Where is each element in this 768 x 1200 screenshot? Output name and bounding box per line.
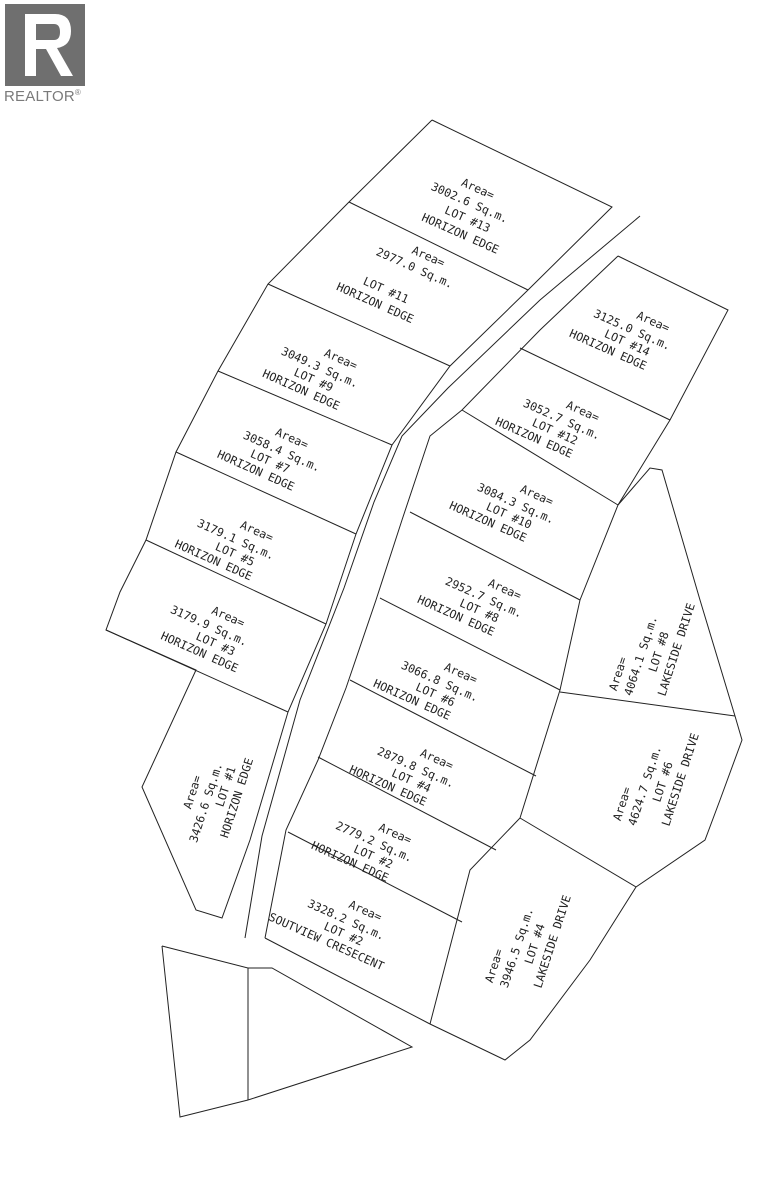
lot-label-12: Area= 3052.7 Sq.m. LOT #12 HORIZON EDGE (493, 396, 602, 461)
lot-label-lakeside-6: Area= 4624.7 Sq.m. LOT #6 LAKESIDE DRIVE (610, 731, 702, 828)
lot-labels: Area= 3002.6 Sq.m. LOT #13 HORIZON EDGE … (159, 175, 702, 990)
lot-label-3: Area= 3179.9 Sq.m. LOT #3 HORIZON EDGE (159, 602, 250, 675)
lot-label-1: Area= 3426.6 Sq.m. LOT #1 HORIZON EDGE (180, 756, 256, 844)
realtor-logo: REALTOR® (4, 4, 90, 108)
lot-label-lakeside-4: Area= 3946.5 Sq.m. LOT #4 LAKESIDE DRIVE (482, 893, 574, 990)
lot-label-14: Area= 3125.0 Sq.m. LOT #14 HORIZON EDGE (567, 306, 673, 372)
lot-label-2-soutview: Area= 3328.2 Sq.m. LOT #2 SOUTVIEW CRESE… (267, 896, 387, 973)
realtor-wordmark: REALTOR® (4, 88, 81, 105)
lot-label-7: Area= 3058.4 Sq.m. LOT #7 HORIZON EDGE (215, 425, 323, 494)
lot-label-5: Area= 3179.1 Sq.m. LOT #5 HORIZON EDGE (173, 516, 277, 583)
lot-label-2: Area= 2779.2 Sq.m. LOT #2 HORIZON EDGE (309, 818, 415, 884)
lot-label-6: Area= 3066.8 Sq.m. LOT #6 HORIZON EDGE (371, 658, 480, 723)
lot-boundaries (105, 119, 743, 1118)
lot-label-9: Area= 3049.3 Sq.m. LOT #9 HORIZON EDGE (260, 344, 360, 413)
realtor-r-icon (5, 4, 85, 86)
lot-label-lakeside-8: Area= 4064.1 Sq.m. LOT #8 LAKESIDE DRIVE (606, 601, 698, 698)
lot-label-11: Area= 2977.0 Sq.m. LOT #11 HORIZON EDGE (334, 243, 455, 326)
lot-label-10: Area= 3084.3 Sq.m. LOT #10 HORIZON EDGE (447, 480, 556, 545)
